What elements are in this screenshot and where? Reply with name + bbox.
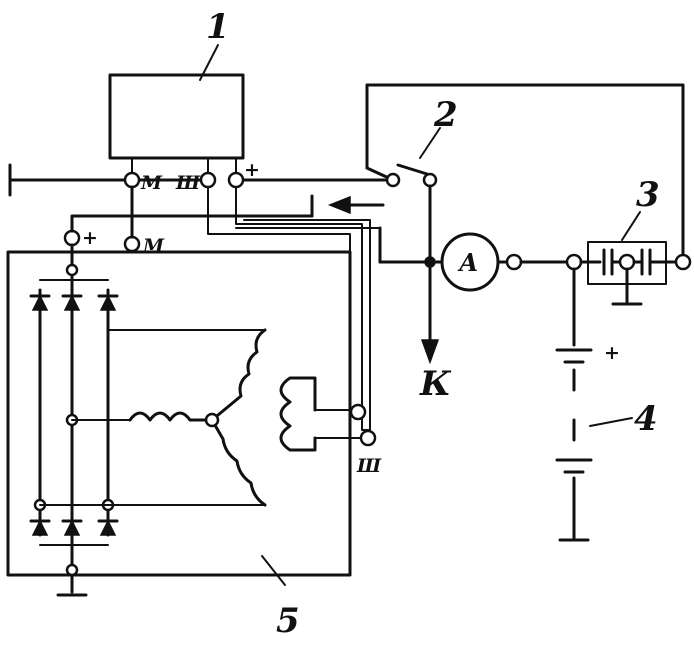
ammeter-label: А (457, 248, 479, 277)
callout-leader-5 (261, 555, 286, 586)
voltage-regulator (108, 73, 245, 179)
rotor-field-winding (279, 376, 317, 452)
ammeter-node-left (424, 256, 436, 268)
callout-5: 5 (276, 601, 300, 641)
switch-contact-right (422, 172, 438, 188)
ammeter-terminal-right (505, 253, 523, 271)
callout-leader-1 (199, 44, 219, 81)
callout-leader-3 (621, 211, 641, 241)
stator-winding-upper (210, 328, 267, 422)
generator-label-sh: Ш (356, 455, 382, 477)
stator-winding-left (128, 411, 214, 422)
ammeter: А (378, 232, 583, 292)
diode-lower-3 (99, 519, 117, 536)
regulator-label-m: М (140, 172, 163, 194)
load-arrow-label: К (419, 364, 452, 404)
callout-leader-2 (419, 127, 441, 159)
ignition-switch: К (365, 83, 685, 404)
regulator-label-plus: + (244, 159, 260, 181)
current-direction-arrow (327, 195, 385, 215)
diode-upper-3 (99, 294, 117, 311)
switch-contact-left (385, 172, 401, 188)
stator-star-point (204, 412, 220, 428)
diode-lower-2 (63, 519, 81, 536)
callout-leader-4 (589, 417, 633, 427)
regulator-terminal-plus (227, 171, 245, 189)
generator: + М Ш (6, 185, 382, 597)
generator-terminal-plus (63, 229, 81, 247)
regulator-terminal-sh (199, 171, 217, 189)
callout-1: 1 (206, 7, 230, 47)
starter-relay-terminal (674, 253, 692, 271)
regulator-bus: М Ш + (8, 159, 387, 197)
generator-label-m: М (142, 235, 165, 257)
regulator-label-sh: Ш (175, 172, 201, 194)
diode-lower-1 (31, 519, 49, 536)
starter-relay (579, 241, 692, 306)
voltage-regulator-box (108, 73, 245, 160)
battery-junction (565, 253, 583, 271)
starter-relay-node (618, 253, 636, 271)
diode-upper-1 (31, 294, 49, 311)
stator-winding-lower (210, 418, 267, 507)
callout-4: 4 (634, 399, 658, 439)
callout-2: 2 (433, 95, 458, 135)
generator-terminal-m (123, 235, 141, 253)
generator-terminal-sh-1 (349, 403, 367, 421)
battery: + (555, 267, 620, 542)
generator-terminal-sh-2 (359, 429, 377, 447)
callout-3: 3 (636, 175, 660, 215)
regulator-terminal-m (123, 171, 141, 189)
load-arrow-head (420, 339, 440, 365)
generator-label-plus: + (82, 227, 98, 249)
diode-upper-2 (63, 294, 81, 311)
battery-label-plus: + (604, 342, 620, 364)
